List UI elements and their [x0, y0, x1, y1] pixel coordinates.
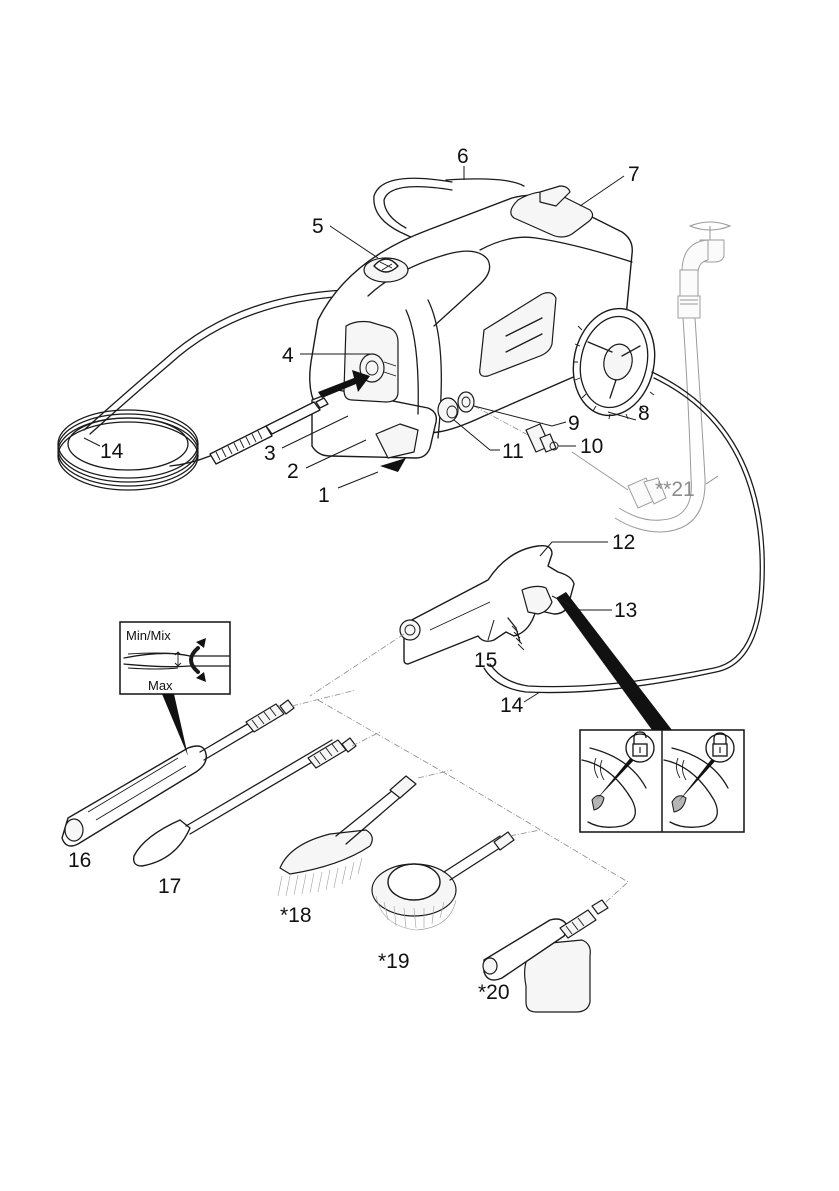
side-vents: [479, 292, 557, 377]
high-pressure-hose: [483, 371, 765, 694]
inset-label-max: Max: [148, 678, 173, 693]
leader-lines: [83, 166, 637, 703]
callout-14-gun-hose: 14: [500, 694, 524, 717]
carry-handle: [539, 185, 571, 207]
dirt-blaster-lance: [132, 737, 357, 867]
callout-3: 3: [264, 442, 276, 465]
callout-6: 6: [457, 145, 469, 168]
water-inlet: [457, 391, 475, 413]
callout-14-coil: 14: [100, 440, 124, 463]
pressure-washer-body: [83, 177, 633, 459]
callout-labels: 1 2 3 4 5 6 7 8 9 10 11 12 13 14 14 15 1…: [68, 145, 695, 1004]
coiled-hose: [57, 409, 199, 491]
callout-12: 12: [612, 531, 635, 554]
wash-brush: [277, 775, 417, 897]
water-tap-icon: [677, 221, 732, 319]
hose-coupling: [627, 477, 667, 509]
callout-2: 2: [287, 460, 299, 483]
wheel-teeth: [573, 325, 655, 420]
foam-nozzle: [482, 899, 609, 1013]
storage-foot: [375, 423, 419, 472]
callout-18: *18: [280, 904, 312, 927]
callout-19: *19: [378, 950, 410, 973]
callout-15: 15: [474, 649, 497, 672]
callout-17: 17: [158, 875, 181, 898]
callout-16: 16: [68, 849, 91, 872]
hose-connector: [169, 397, 329, 467]
callout-8: 8: [638, 402, 650, 425]
unlocked-panel: [581, 731, 655, 828]
callout-10: 10: [580, 435, 603, 458]
rotating-brush: [371, 831, 515, 931]
callout-7: 7: [628, 163, 640, 186]
unlock-icon: [625, 731, 655, 763]
high-pressure-connection: [318, 353, 397, 398]
callout-9: 9: [568, 412, 580, 435]
water-inlet-adapter: [525, 423, 559, 453]
locked-panel: [663, 732, 735, 828]
callout-1: 1: [318, 484, 330, 507]
spray-adjust-inset: Min/Mix Max: [119, 621, 231, 756]
inset-label-min-mix: Min/Mix: [126, 628, 171, 643]
spray-gun: [399, 544, 575, 665]
vario-power-lance: [61, 699, 295, 847]
callout-20: *20: [478, 981, 510, 1004]
pressure-dial-knob: [363, 257, 409, 283]
garden-hose-with-tap: [571, 221, 732, 533]
hose-reel-wheel: [572, 307, 656, 420]
callout-11: 11: [502, 440, 524, 463]
callout-5: 5: [312, 215, 324, 238]
callout-21: **21: [655, 478, 695, 501]
lock-icon: [705, 732, 735, 763]
accessory-holder: [437, 397, 459, 423]
callout-13: 13: [614, 599, 637, 622]
callout-4: 4: [282, 344, 294, 367]
trigger-lock-inset: [556, 592, 745, 833]
